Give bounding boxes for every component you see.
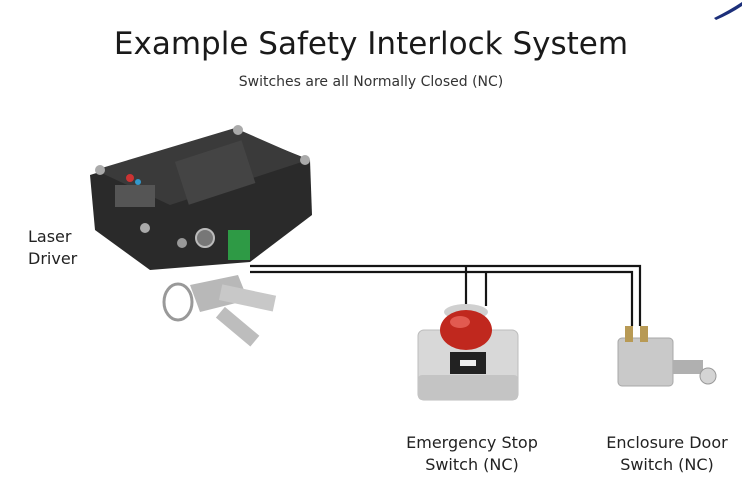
page-subtitle: Switches are all Normally Closed (NC) — [238, 74, 504, 90]
wire-top — [250, 264, 642, 326]
emergency-stop-label: Emergency Stop Switch (NC) — [406, 433, 538, 474]
enclosure-door-label: Enclosure Door Switch (NC) — [606, 433, 728, 474]
wire-bottom — [250, 270, 634, 326]
interlock-wiring — [250, 264, 642, 326]
enclosure-door-switch-image — [617, 326, 717, 387]
page-title: Example Safety Interlock System — [113, 26, 629, 62]
key-image — [162, 275, 277, 347]
decorative-corner-arc — [714, 2, 742, 20]
laser-driver-image — [90, 125, 312, 270]
emergency-stop-switch-image — [417, 304, 519, 401]
laser-driver-label: Laser Driver — [28, 227, 78, 268]
